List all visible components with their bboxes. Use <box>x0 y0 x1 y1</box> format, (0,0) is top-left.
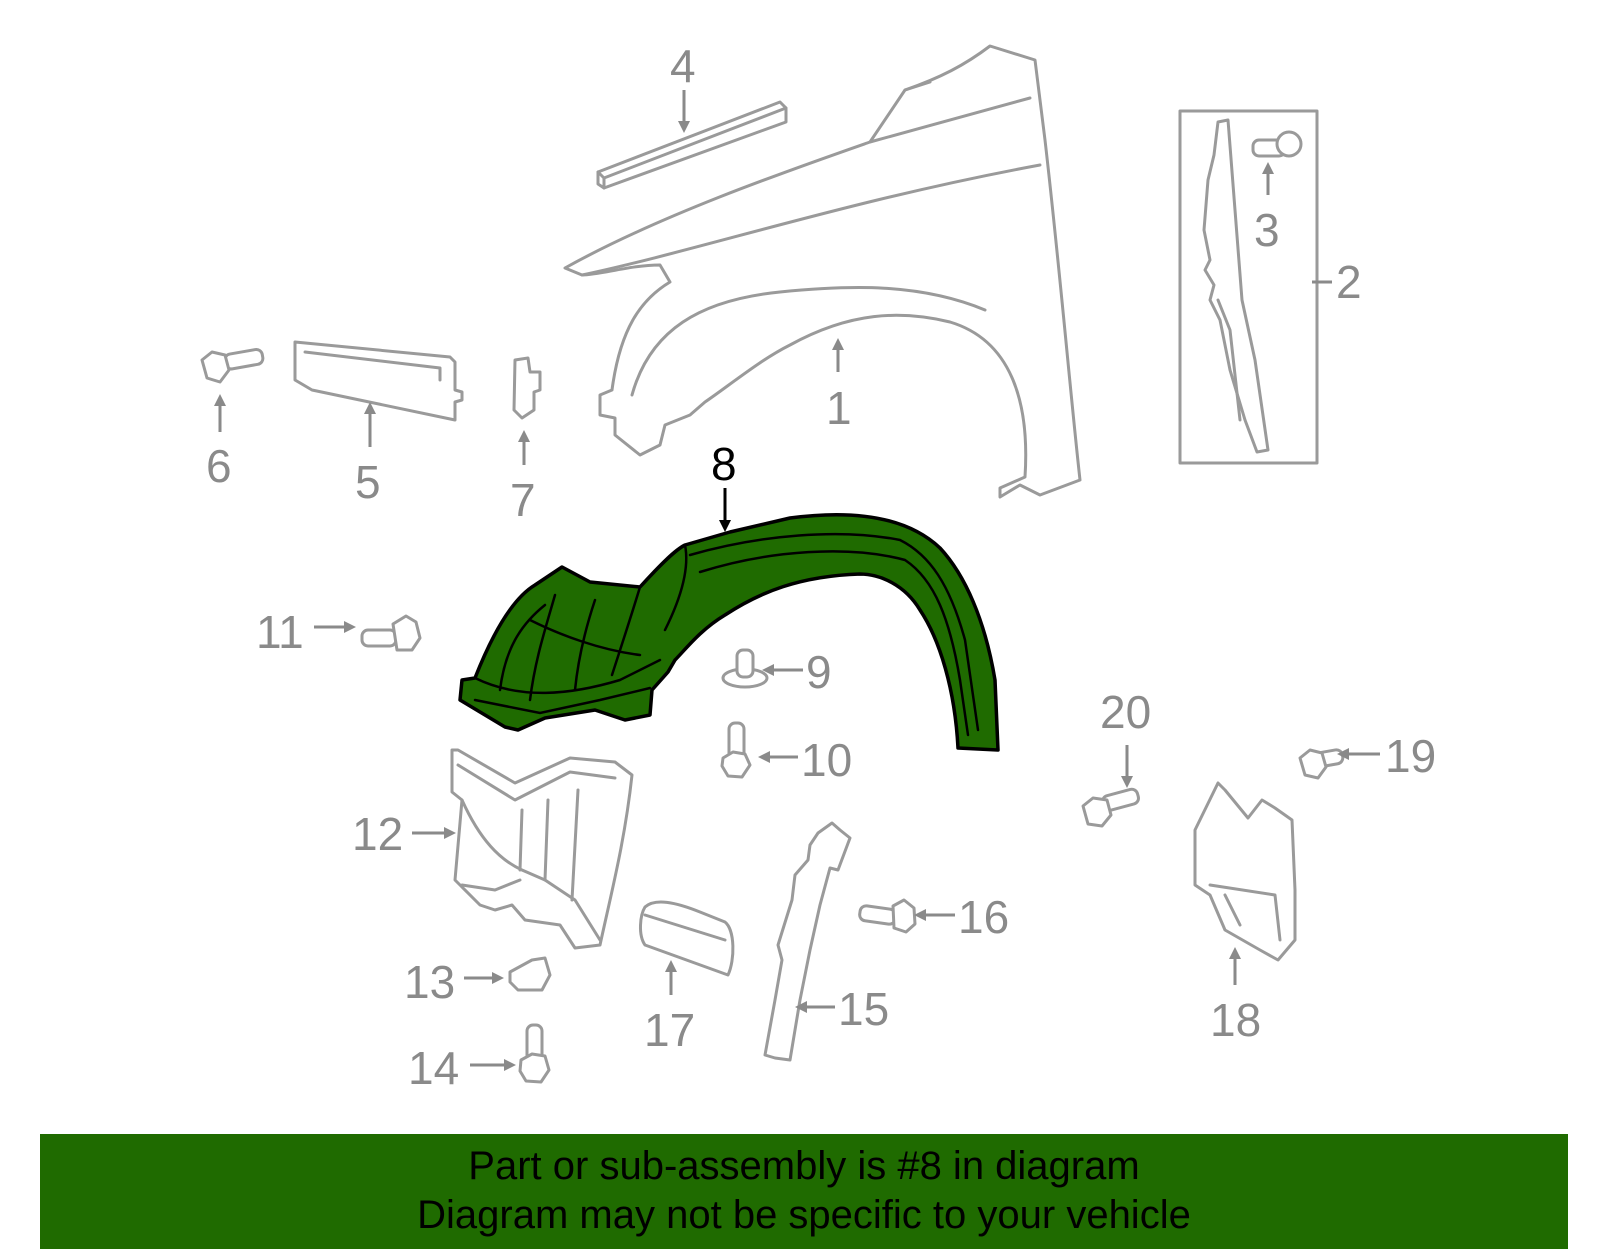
part-19-screw <box>1298 748 1345 780</box>
part-4-molding <box>596 100 788 190</box>
callout-10: 10 <box>801 734 852 786</box>
part-3-clip <box>1251 130 1303 158</box>
callout-12: 12 <box>352 808 403 860</box>
callout-11: 11 <box>256 606 304 658</box>
part-14-bolt <box>518 1023 551 1084</box>
callout-14: 14 <box>408 1042 459 1094</box>
info-banner: Part or sub-assembly is #8 in diagram Di… <box>40 1134 1568 1249</box>
callout-2: 2 <box>1336 256 1362 308</box>
part-5-bracket <box>293 340 464 422</box>
banner-line-2: Diagram may not be specific to your vehi… <box>417 1193 1191 1237</box>
callout-labels: 1 2 3 4 5 6 7 8 9 10 11 12 13 14 15 16 1… <box>206 40 1436 1094</box>
part-8-fender-liner <box>458 512 1000 752</box>
callout-19: 19 <box>1385 730 1436 782</box>
callout-16: 16 <box>958 891 1009 943</box>
part-20-bolt <box>1081 787 1140 828</box>
callout-8: 8 <box>711 438 737 490</box>
callout-15: 15 <box>838 983 889 1035</box>
part-16-bolt <box>858 898 917 934</box>
part-6-bolt <box>200 347 265 384</box>
callout-18: 18 <box>1210 994 1261 1046</box>
callout-7: 7 <box>510 474 536 526</box>
leader-lines <box>214 90 1380 1071</box>
callout-9: 9 <box>806 646 832 698</box>
callout-1: 1 <box>826 382 852 434</box>
part-18-mud-guard <box>1193 781 1297 962</box>
callout-6: 6 <box>206 440 232 492</box>
callout-3: 3 <box>1254 204 1280 256</box>
part-10-bolt <box>720 721 752 779</box>
banner-line-1: Part or sub-assembly is #8 in diagram <box>468 1144 1140 1188</box>
callout-20: 20 <box>1100 686 1151 738</box>
callout-13: 13 <box>404 956 455 1008</box>
part-9-pushpin <box>721 648 769 689</box>
part-1-fender <box>563 44 1082 499</box>
callout-17: 17 <box>644 1004 695 1056</box>
part-2-bracket-box <box>1178 109 1319 465</box>
part-11-bolt <box>360 614 422 652</box>
part-7-clip <box>512 356 542 420</box>
callout-5: 5 <box>355 456 381 508</box>
parts-diagram: 1 2 3 4 5 6 7 8 9 10 11 12 13 14 15 16 1… <box>200 40 1436 1094</box>
part-12-splash-shield <box>450 748 634 950</box>
callout-4: 4 <box>670 40 696 92</box>
part-17-pad <box>639 900 735 977</box>
part-13-clip <box>508 956 552 992</box>
part-15-seal <box>763 821 852 1062</box>
